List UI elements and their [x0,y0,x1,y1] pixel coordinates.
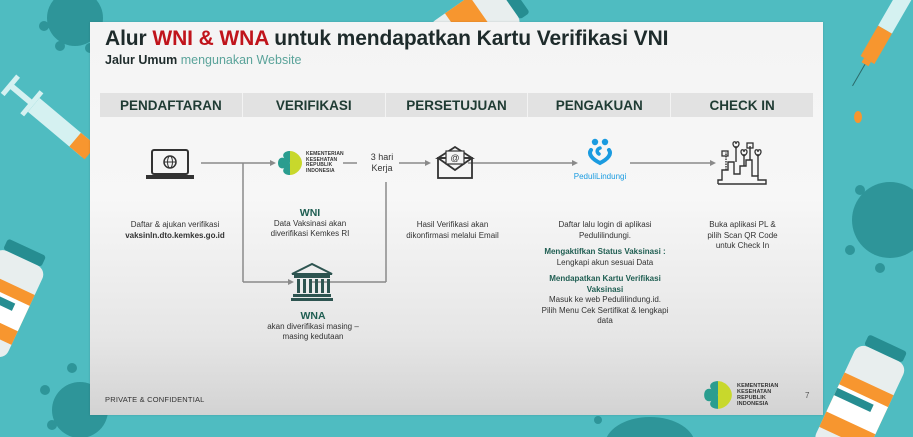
wni-description: WNI Data Vaksinasi akan diverifikasi Kem… [250,208,370,240]
slide-title: Alur WNI & WNA untuk mendapatkan Kartu V… [105,27,669,51]
subtitle-bold: Jalur Umum [105,53,178,67]
pengakuan-p1-line2: Pedulilindungi. [578,230,632,240]
check-in-line1: Buka aplikasi PL & [709,220,776,229]
pendaftaran-line1: Daftar & ajukan verifikasi [130,220,220,229]
virus-icon [594,416,694,437]
vaccine-vial-icon [0,239,46,357]
wni-line1: Data Vaksinasi akan [273,218,347,228]
pengakuan-p2-title: Mengaktifkan Status Vaksinasi : [544,247,666,256]
svg-text:@: @ [450,153,459,163]
embassy-building-icon [291,262,333,301]
presentation-slide: Alur WNI & WNA untuk mendapatkan Kartu V… [90,22,823,415]
check-in-city-icon [717,141,767,185]
kemenkes-text-l2: KESEHATAN [737,389,772,395]
kemenkes-text-l1: KEMENTERIAN [306,151,344,157]
pengakuan-p3-line1: Masuk ke web Pedulilindung.id. [548,295,662,304]
kemenkes-text-l3: REPUBLIK [306,162,333,168]
kemenkes-logo: KEMENTERIAN KESEHATAN REPUBLIK INDONESIA [277,149,347,177]
kemenkes-text-l4: INDONESIA [737,401,769,407]
pengakuan-p3-title1: Mendapatkan Kartu Verifikasi [549,274,661,283]
pengakuan-p2-line1: Lengkapi akun sesuai Data [556,257,654,267]
laptop-globe-icon [146,149,194,179]
kemenkes-logo-icon [704,381,732,409]
pedulilindungi-logo: PeduliLindungi [570,138,630,181]
confidential-label: PRIVATE & CONFIDENTIAL [105,395,205,404]
duration-line2: Kerja [371,163,393,173]
kemenkes-text-l4: INDONESIA [306,167,335,174]
wna-description: WNA akan diverifikasi masing – masing ke… [250,311,376,343]
flow-connectors [201,160,716,285]
email-icon: @ [435,146,475,179]
title-highlight: WNI & WNA [152,27,269,50]
step-persetujuan: PERSETUJUAN [386,93,529,117]
check-in-description: Buka aplikasi PL & pilih Scan QR Code un… [685,220,800,252]
pendaftaran-url: vaksinln.dto.kemkes.go.id [125,230,225,240]
kemenkes-text-l3: REPUBLIK [737,395,766,401]
wni-label: WNI [299,207,321,219]
wna-label: WNA [300,310,326,322]
pengakuan-p3-line2: Pilih Menu Cek Sertifikat & lengkapi [541,305,669,315]
pendaftaran-description: Daftar & ajukan verifikasi vaksinln.dto.… [105,220,245,241]
kemenkes-text-l1: KEMENTERIAN [737,383,779,389]
step-pendaftaran: PENDAFTARAN [100,93,243,117]
pengakuan-p1-line1: Daftar lalu login di aplikasi [558,220,652,229]
title-prefix: Alur [105,27,147,50]
check-in-line3: untuk Check In [715,241,770,250]
duration-label: 3 hari Kerja [362,152,402,174]
step-pengakuan: PENGAKUAN [528,93,672,117]
slide-subtitle: Jalur Umum mengunakan Website [105,53,301,67]
pengakuan-p3-title2: Vaksinasi [586,284,624,294]
page-number: 7 [805,391,810,400]
syringe-icon [852,0,912,87]
wna-line1: akan diverifikasi masing – [267,321,359,331]
pengakuan-p3-line3: data [597,316,613,325]
kemenkes-logo-icon [278,151,302,175]
vaccine-vial-icon [815,335,907,437]
check-in-line2: pilih Scan QR Code [707,230,778,240]
pedulilindungi-logo-text: PeduliLindungi [573,172,627,181]
step-check-in: CHECK IN [709,97,775,113]
virus-icon [845,182,913,273]
kemenkes-text-l2: KESEHATAN [306,156,338,163]
footer-kemenkes-logo: KEMENTERIAN KESEHATAN REPUBLIK INDONESIA [703,380,778,410]
pengakuan-description: Daftar lalu login di aplikasi Pedulilind… [530,220,680,327]
wni-line2: diverifikasi Kemkes RI [270,229,350,238]
drop-icon [854,111,862,123]
syringe-icon [0,74,97,160]
subtitle-rest: mengunakan Website [180,53,302,67]
title-suffix: untuk mendapatkan Kartu Verifikasi VNI [274,27,669,50]
step-verifikasi: VERIFIKASI [243,93,386,117]
persetujuan-description: Hasil Verifikasi akan dikonfirmasi melal… [390,220,515,241]
pedulilindungi-logo-icon [588,138,612,166]
persetujuan-line2: dikonfirmasi melalui Email [406,230,499,240]
duration-line1: 3 hari [370,152,394,162]
steps-header: PENDAFTARAN VERIFIKASI PERSETUJUAN PENGA… [100,93,813,117]
wna-line2: masing kedutaan [282,332,344,341]
persetujuan-line1: Hasil Verifikasi akan [416,220,489,229]
